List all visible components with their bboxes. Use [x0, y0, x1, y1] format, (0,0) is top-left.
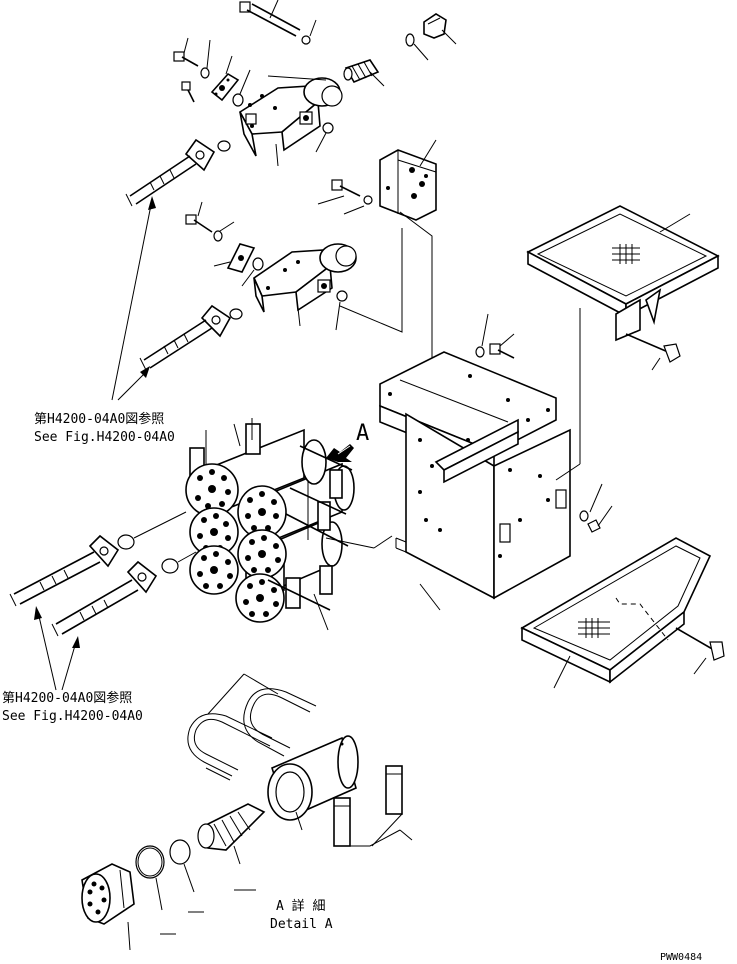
- o-ring: [322, 122, 334, 134]
- reference-label-upper-jp: 第H4200-04A0図参照: [34, 411, 164, 427]
- o-ring: [135, 845, 165, 879]
- washer: [301, 35, 311, 45]
- o-ring: [169, 839, 191, 865]
- bolt-small: [185, 201, 213, 233]
- filter-head-flange: [189, 507, 239, 557]
- mounting-bracket: [379, 139, 437, 221]
- o-ring: [217, 140, 231, 152]
- o-ring: [232, 93, 244, 107]
- bolt: [625, 333, 681, 371]
- stud-bolt: [181, 81, 195, 103]
- pipe-left-lower: [51, 560, 158, 637]
- washer: [213, 230, 223, 242]
- o-ring: [161, 558, 179, 574]
- flange-plate: [213, 243, 256, 273]
- o-ring: [252, 257, 264, 271]
- cover-plate-lower: [520, 537, 712, 689]
- leader-line: [339, 228, 403, 333]
- clamp: [333, 797, 351, 847]
- reference-arrows-upper: [111, 196, 156, 401]
- bolt-small: [173, 37, 199, 67]
- filter-element: [197, 803, 266, 865]
- reference-label-lower-en: See Fig.H4200-04A0: [2, 709, 143, 724]
- cover-plate-upper: [526, 205, 720, 481]
- bolt-washer: [475, 313, 515, 359]
- pipe-lower: [139, 304, 232, 371]
- filter-head-flange: [237, 529, 287, 579]
- filter-element: [343, 59, 385, 87]
- detail-label-en: Detail A: [270, 917, 333, 932]
- frame-bracket: [379, 351, 571, 611]
- filter-bank: [185, 418, 393, 631]
- long-bolt: [239, 0, 301, 37]
- lower-filter-head-assembly: [185, 201, 357, 331]
- filter-head-flange: [185, 463, 239, 517]
- reference-label-upper-en: See Fig.H4200-04A0: [34, 430, 175, 445]
- filter-cap: [81, 863, 135, 951]
- u-bolt: [243, 688, 317, 757]
- nut-washer: [579, 483, 613, 533]
- filter-bowl: [267, 735, 359, 831]
- view-arrow: [326, 444, 354, 462]
- filter-head: [252, 243, 357, 327]
- bolt-small: [317, 179, 373, 215]
- filter-head-flange: [189, 545, 239, 595]
- o-ring: [405, 33, 415, 47]
- bolt: [675, 627, 725, 675]
- washer: [200, 67, 210, 79]
- reference-label-lower-jp: 第H4200-04A0図参照: [2, 690, 132, 706]
- o-ring: [117, 534, 135, 550]
- o-ring: [229, 308, 243, 320]
- filter-head-flange: [235, 573, 285, 623]
- clamp: [385, 765, 403, 815]
- filter-head-flange: [237, 485, 287, 539]
- view-marker-label: A: [356, 421, 369, 446]
- filter-cap: [423, 13, 457, 45]
- detail-a-assembly: [81, 673, 413, 951]
- flange-plate: [210, 55, 240, 102]
- pipe-upper: [125, 138, 216, 207]
- reference-arrows-lower: [34, 606, 80, 691]
- upper-filter-head-assembly: [173, 0, 457, 167]
- detail-label-jp: A 詳 細: [276, 898, 325, 914]
- o-ring: [336, 290, 348, 302]
- pipe-left-upper: [9, 534, 120, 607]
- drawing-code: PWW0484: [660, 952, 702, 963]
- filter-head: [238, 77, 343, 167]
- u-bolt: [187, 713, 273, 781]
